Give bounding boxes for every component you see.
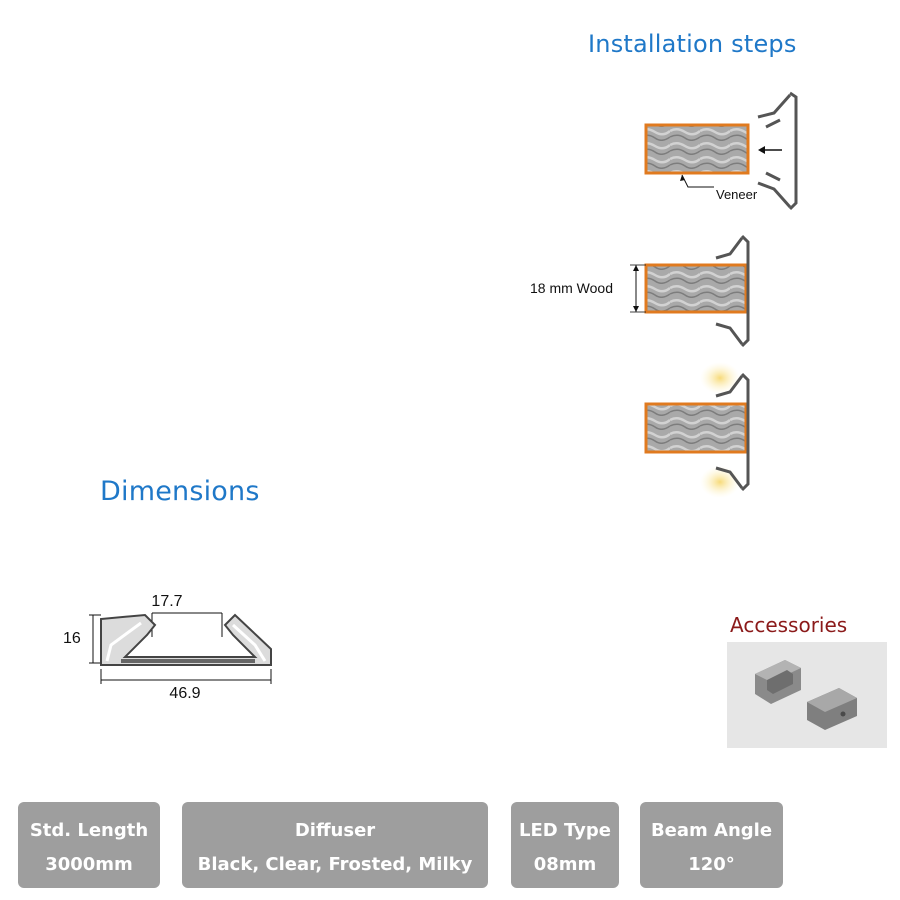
spec-diffuser-value: Black, Clear, Frosted, Milky [197,854,473,875]
profile-dimension-drawing: 17.7 16 46.9 [63,593,272,702]
wood-thickness-label: 18 mm Wood [530,280,613,296]
spec-beam-angle-value: 120° [688,854,735,875]
spec-led-type-value: 08mm [533,854,597,875]
wood-board-veneer [644,123,750,175]
total-width-label: 46.9 [169,685,200,702]
spec-std-length-value: 3000mm [45,854,133,875]
installation-step-2-diagram: 18 mm Wood [530,234,750,348]
spec-diffuser: Diffuser Black, Clear, Frosted, Milky [182,802,488,888]
installation-step-1-diagram: Veneer [644,91,798,211]
installation-steps-title: Installation steps [588,30,797,58]
spec-beam-angle-label: Beam Angle [650,820,773,841]
spec-led-type-label: LED Type [519,820,611,841]
wood-board-lit [644,402,748,454]
spec-diffuser-label: Diffuser [294,820,376,841]
veneer-label: Veneer [716,187,758,202]
top-width-label: 17.7 [151,593,182,610]
spec-std-length-label: Std. Length [29,820,149,841]
accessories-title: Accessories [730,613,848,637]
height-label: 16 [63,630,81,647]
installation-step-3-diagram [644,362,750,498]
dimensions-title: Dimensions [100,476,260,507]
spec-beam-angle: Beam Angle 120° [640,802,783,888]
spec-led-type: LED Type 08mm [511,802,619,888]
spec-std-length: Std. Length 3000mm [18,802,160,888]
accessories-end-caps-image [727,642,887,748]
wood-board [644,263,748,314]
